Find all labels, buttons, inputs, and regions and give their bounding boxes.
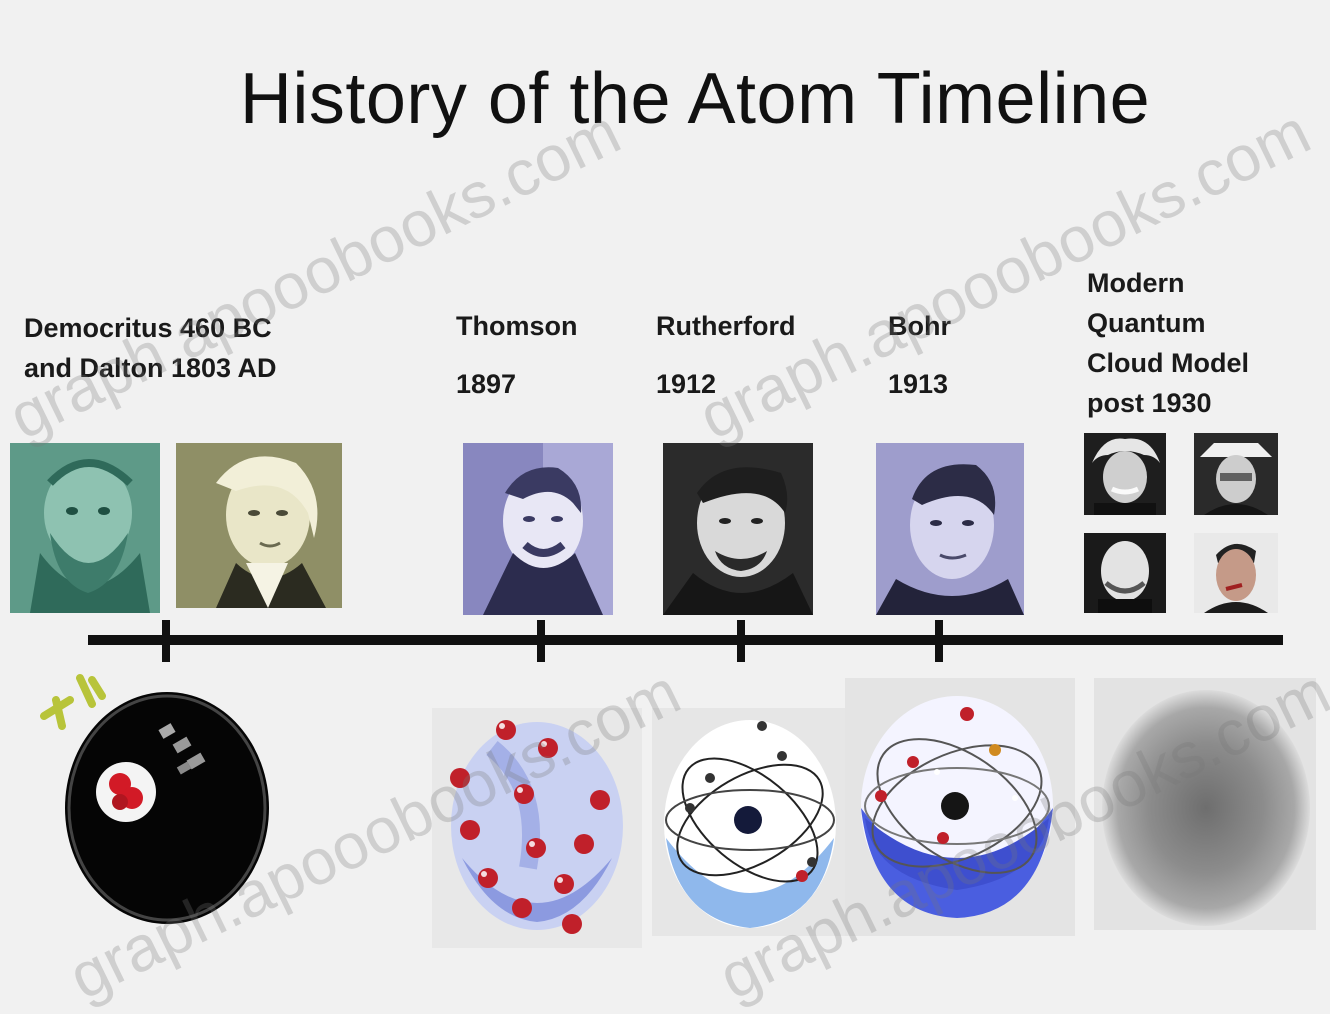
label-rutherford: Rutherford 1912 bbox=[656, 297, 795, 413]
label-thomson: Thomson 1897 bbox=[456, 297, 578, 413]
heisenberg-portrait bbox=[1194, 533, 1278, 613]
label-name: Bohr bbox=[888, 311, 951, 341]
dalton-portrait bbox=[176, 443, 342, 608]
timeline-tick bbox=[737, 620, 745, 662]
timeline-tick bbox=[935, 620, 943, 662]
bohr-portrait bbox=[876, 443, 1024, 615]
label-year: 1897 bbox=[456, 369, 517, 399]
timeline-tick bbox=[162, 620, 170, 662]
label-bohr: Bohr 1913 bbox=[888, 297, 951, 413]
timeline-tick bbox=[537, 620, 545, 662]
label-line: post 1930 bbox=[1087, 388, 1212, 418]
label-year: 1913 bbox=[888, 369, 949, 399]
bohr-orbit-model bbox=[845, 678, 1075, 936]
timeline-axis bbox=[88, 635, 1283, 645]
label-name: Rutherford bbox=[656, 311, 796, 341]
planck-portrait bbox=[1084, 533, 1166, 613]
label-line: Modern bbox=[1087, 268, 1185, 298]
democritus-portrait bbox=[10, 443, 160, 613]
einstein-portrait bbox=[1084, 433, 1166, 515]
quantum-cloud-model bbox=[1094, 678, 1316, 930]
label-line: Quantum bbox=[1087, 308, 1206, 338]
thomson-plum-pudding-model bbox=[432, 708, 642, 948]
label-line: Democritus 460 BC bbox=[24, 313, 272, 343]
label-year: 1912 bbox=[656, 369, 717, 399]
rutherford-portrait bbox=[663, 443, 813, 615]
dalton-solid-sphere-model bbox=[40, 660, 280, 930]
schrodinger-portrait bbox=[1194, 433, 1278, 515]
label-name: Thomson bbox=[456, 311, 578, 341]
rutherford-nuclear-model bbox=[652, 708, 848, 936]
label-modern: Modern Quantum Cloud Model post 1930 bbox=[1087, 263, 1249, 423]
label-democritus-dalton: Democritus 460 BC and Dalton 1803 AD bbox=[24, 308, 277, 388]
label-line: and Dalton 1803 AD bbox=[24, 353, 277, 383]
thomson-portrait bbox=[463, 443, 613, 615]
page-title: History of the Atom Timeline bbox=[239, 59, 1151, 139]
label-line: Cloud Model bbox=[1087, 348, 1249, 378]
